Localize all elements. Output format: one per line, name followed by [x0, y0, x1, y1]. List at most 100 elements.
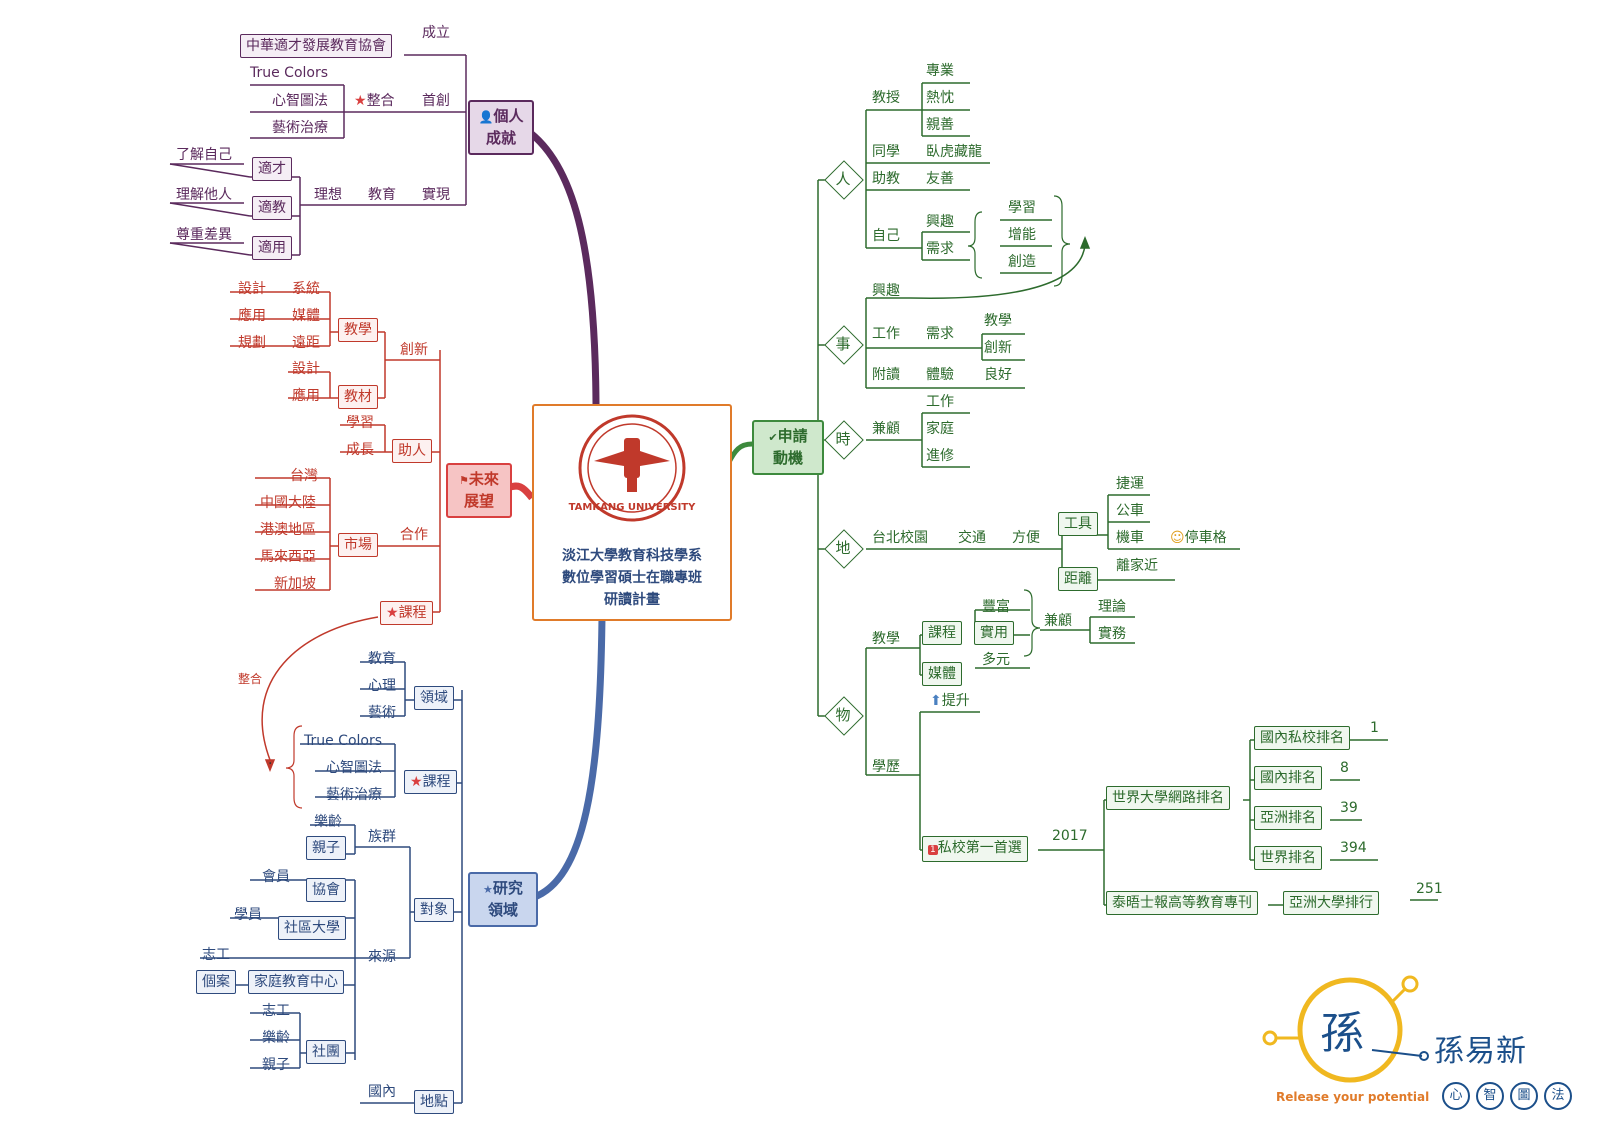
- node-domain[interactable]: 領域: [414, 686, 454, 710]
- node-parent-child2[interactable]: 親子: [262, 1057, 290, 1073]
- node-teaching[interactable]: 教學: [338, 318, 378, 342]
- node-singapore[interactable]: 新加坡: [274, 576, 316, 592]
- node-work[interactable]: 工作: [872, 326, 900, 342]
- node-distance[interactable]: 距離: [1058, 567, 1098, 591]
- node-classmate[interactable]: 同學: [872, 144, 900, 160]
- node-true-colors[interactable]: True Colors: [304, 733, 383, 749]
- node-need2[interactable]: 需求: [926, 326, 954, 342]
- node-apply2[interactable]: 應用: [292, 388, 320, 404]
- branch-personal[interactable]: 👤個人 成就: [468, 100, 534, 155]
- node-location[interactable]: 地點: [414, 1090, 454, 1114]
- node-apply[interactable]: 應用: [238, 308, 266, 324]
- node-malaysia[interactable]: 馬來西亞: [260, 549, 316, 565]
- node-member[interactable]: 會員: [262, 869, 290, 885]
- central-topic[interactable]: TAMKANG UNIVERSITY 淡江大學教育科技學系 數位學習碩士在職專班…: [532, 404, 732, 621]
- node-self[interactable]: 自己: [872, 228, 900, 244]
- node-boost[interactable]: 增能: [1008, 227, 1036, 243]
- node-domestic-rank[interactable]: 國內排名: [1254, 766, 1322, 790]
- node-art-therapy[interactable]: 藝術治療: [326, 787, 382, 803]
- node-objects[interactable]: 物: [835, 706, 851, 724]
- node-design2[interactable]: 設計: [292, 361, 320, 377]
- node-practical[interactable]: 實用: [974, 621, 1014, 645]
- node-practice[interactable]: 實務: [1098, 626, 1126, 642]
- node-edu[interactable]: 教育: [368, 651, 396, 667]
- node-senior2[interactable]: 樂齡: [262, 1030, 290, 1046]
- node-things[interactable]: 事: [835, 335, 851, 353]
- node-know-others[interactable]: 理解他人: [176, 187, 232, 203]
- node-innovate[interactable]: 創新: [984, 340, 1012, 356]
- node-plan[interactable]: 規劃: [238, 335, 266, 351]
- node-course[interactable]: ★課程: [404, 770, 457, 794]
- node-group[interactable]: 社團: [306, 1040, 346, 1064]
- node-interest[interactable]: 興趣: [926, 214, 954, 230]
- node-kind[interactable]: 親善: [926, 117, 954, 133]
- node-passion[interactable]: 熱忱: [926, 90, 954, 106]
- node-asia-rank[interactable]: 亞洲排名: [1254, 806, 1322, 830]
- node-design[interactable]: 設計: [238, 281, 266, 297]
- node-world-rank[interactable]: 世界排名: [1254, 846, 1322, 870]
- node-integrate[interactable]: ★整合: [354, 92, 395, 110]
- node-taiwan[interactable]: 台灣: [290, 468, 318, 484]
- node-interest2[interactable]: 興趣: [872, 283, 900, 299]
- node-improve[interactable]: ⬆提升: [930, 692, 970, 710]
- node-realize[interactable]: 實現: [422, 187, 450, 203]
- node-volunteer2[interactable]: 志工: [262, 1003, 290, 1019]
- node-family-center[interactable]: 家庭教育中心: [248, 970, 344, 994]
- node-system[interactable]: 系統: [292, 281, 320, 297]
- node-parking[interactable]: ☺停車格: [1170, 529, 1227, 547]
- node-first-create[interactable]: 首創: [422, 93, 450, 109]
- node-cooperate[interactable]: 合作: [400, 527, 428, 543]
- node-hkmo[interactable]: 港澳地區: [260, 522, 316, 538]
- node-pro[interactable]: 專業: [926, 63, 954, 79]
- node-job[interactable]: 工作: [926, 394, 954, 410]
- node-degree[interactable]: 學歷: [872, 759, 900, 775]
- branch-motivation[interactable]: ✔申請 動機: [752, 420, 824, 475]
- node-fit-use[interactable]: 適用: [252, 236, 292, 260]
- node-near-home[interactable]: 離家近: [1116, 558, 1158, 574]
- node-scooter[interactable]: 機車: [1116, 530, 1144, 546]
- node-china[interactable]: 中國大陸: [260, 495, 316, 511]
- node-bus[interactable]: 公車: [1116, 503, 1144, 519]
- node-both2[interactable]: 兼顧: [1044, 613, 1072, 629]
- node-education[interactable]: 教育: [368, 187, 396, 203]
- node-family[interactable]: 家庭: [926, 421, 954, 437]
- node-teach[interactable]: 教學: [984, 313, 1012, 329]
- node-attached[interactable]: 附讀: [872, 367, 900, 383]
- node-grow[interactable]: 成長: [346, 442, 374, 458]
- node-ideal[interactable]: 理想: [314, 187, 342, 203]
- node-professor[interactable]: 教授: [872, 90, 900, 106]
- node-established[interactable]: 成立: [422, 25, 450, 41]
- node-year[interactable]: 2017: [1052, 828, 1088, 844]
- node-material[interactable]: 教材: [338, 385, 378, 409]
- node-place[interactable]: 地: [835, 539, 851, 557]
- node-time[interactable]: 時: [835, 430, 851, 448]
- node-experience[interactable]: 體驗: [926, 367, 954, 383]
- node-study[interactable]: 學習: [1008, 200, 1036, 216]
- node-ethnic[interactable]: 族群: [368, 829, 396, 845]
- node-domestic-private[interactable]: 國內私校排名: [1254, 726, 1350, 750]
- node-volunteer[interactable]: 志工: [202, 947, 230, 963]
- node-respect-diff[interactable]: 尊重差異: [176, 227, 232, 243]
- node-mindmap[interactable]: 心智圖法: [326, 760, 382, 776]
- node-art-therapy[interactable]: 藝術治療: [272, 120, 328, 136]
- node-know-self[interactable]: 了解自己: [176, 147, 232, 163]
- node-senior[interactable]: 樂齡: [314, 814, 342, 830]
- node-source[interactable]: 來源: [368, 949, 396, 965]
- node-diverse[interactable]: 多元: [982, 652, 1010, 668]
- node-media[interactable]: 媒體: [292, 308, 320, 324]
- node-remote[interactable]: 遠距: [292, 335, 320, 351]
- node-domestic[interactable]: 國內: [368, 1084, 396, 1100]
- node-traffic[interactable]: 交通: [958, 530, 986, 546]
- node-fit-teach[interactable]: 適教: [252, 196, 292, 220]
- node-market[interactable]: 市場: [338, 533, 378, 557]
- node-the[interactable]: 泰晤士報高等教育專刊: [1106, 891, 1258, 915]
- node-good[interactable]: 良好: [984, 367, 1012, 383]
- node-community-college[interactable]: 社區大學: [278, 916, 346, 940]
- node-theory[interactable]: 理論: [1098, 599, 1126, 615]
- node-course[interactable]: ★課程: [380, 601, 433, 625]
- node-people[interactable]: 人: [835, 170, 851, 188]
- node-association[interactable]: 中華適才發展教育協會: [240, 34, 392, 58]
- node-ta[interactable]: 助教: [872, 171, 900, 187]
- node-parent-child[interactable]: 親子: [306, 836, 346, 860]
